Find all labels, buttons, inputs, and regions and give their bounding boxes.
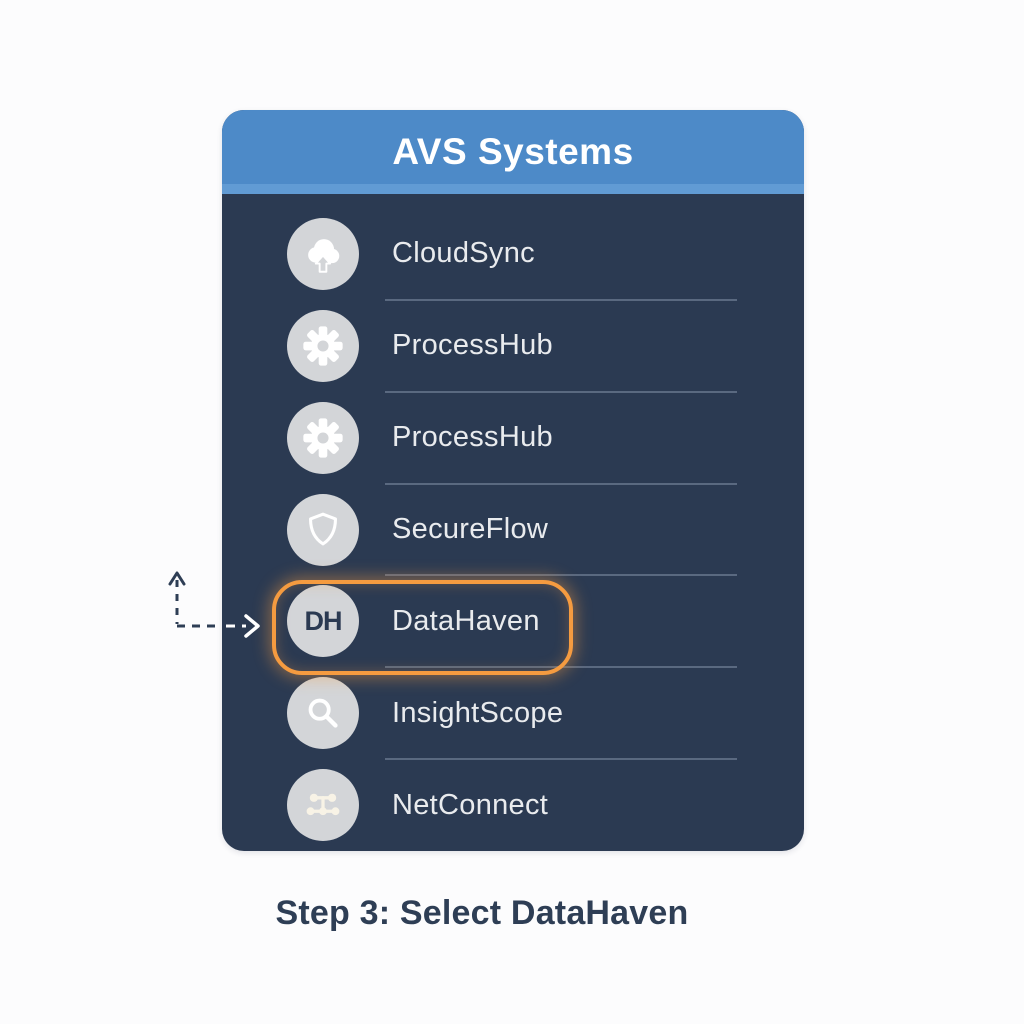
- magnifier-icon: [287, 677, 359, 750]
- step-caption: Step 3: Select DataHaven: [275, 894, 689, 932]
- row-divider: [385, 758, 737, 761]
- list-item-datahaven[interactable]: DH DataHaven: [222, 575, 804, 669]
- row-divider: [385, 390, 737, 393]
- list-item-label: SecureFlow: [392, 513, 549, 545]
- panel-header: AVS Systems: [222, 110, 804, 194]
- dh-monogram-icon: DH: [287, 585, 359, 658]
- list-item-cloudsync[interactable]: CloudSync: [222, 208, 804, 301]
- dh-monogram-text: DH: [304, 605, 343, 636]
- list-item-processhub-2[interactable]: ProcessHub: [222, 392, 804, 485]
- panel-title: AVS Systems: [392, 131, 634, 172]
- row-divider: [385, 574, 737, 577]
- list-item-label: CloudSync: [392, 237, 535, 270]
- row-divider: [385, 298, 737, 301]
- list-item-label: InsightScope: [392, 696, 564, 729]
- gear-icon: [287, 401, 359, 474]
- list-item-processhub-1[interactable]: ProcessHub: [222, 300, 804, 393]
- list-item-label: DataHaven: [392, 604, 540, 637]
- service-list: CloudSync: [222, 208, 804, 851]
- row-divider: [385, 482, 737, 485]
- list-item-label: ProcessHub: [392, 421, 553, 454]
- list-item-label: NetConnect: [392, 788, 549, 821]
- gear-icon: [287, 309, 359, 382]
- list-item-insightscope[interactable]: InsightScope: [222, 667, 804, 761]
- network-icon: [287, 769, 359, 842]
- avs-systems-panel: AVS Systems CloudSync: [222, 110, 804, 851]
- cloud-upload-icon: [287, 217, 359, 290]
- list-item-netconnect[interactable]: NetConnect: [222, 759, 804, 851]
- list-item-label: ProcessHub: [392, 329, 553, 362]
- list-item-secureflow[interactable]: SecureFlow: [222, 484, 804, 577]
- row-divider: [385, 666, 737, 669]
- shield-icon: [287, 493, 359, 566]
